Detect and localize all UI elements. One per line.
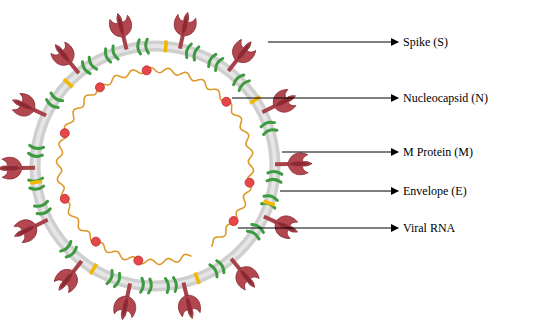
- m-protein: [262, 194, 278, 208]
- viral-rna: [57, 68, 254, 265]
- spike-protein: [112, 281, 141, 322]
- envelope-protein: [89, 263, 98, 275]
- spike-protein: [10, 210, 53, 246]
- nucleocapsid-dot: [95, 83, 104, 92]
- part-label: Spike (S): [403, 35, 448, 49]
- m-protein: [247, 223, 264, 239]
- leader-line: [238, 228, 398, 229]
- membrane-ring: [35, 46, 275, 286]
- membrane-highlight: [35, 46, 275, 286]
- envelope-group: [30, 40, 275, 284]
- m-protein: [267, 171, 282, 183]
- rna-group: [57, 66, 255, 265]
- spike-protein: [220, 35, 260, 78]
- nucleocapsid-dot: [229, 217, 238, 226]
- m-protein: [61, 242, 78, 259]
- part-label: Viral RNA: [403, 221, 455, 235]
- leader-line: [232, 98, 398, 99]
- m-protein: [104, 46, 119, 63]
- part-label: Envelope (E): [403, 184, 467, 198]
- m-protein-group: [28, 39, 282, 293]
- envelope-protein: [193, 272, 201, 284]
- nucleocapsid-dot: [245, 178, 254, 187]
- nucleocapsid-dot: [222, 97, 231, 106]
- m-protein: [45, 93, 62, 109]
- envelope-protein: [63, 78, 74, 89]
- m-protein: [28, 145, 43, 157]
- m-protein: [185, 43, 199, 60]
- leader-line: [282, 152, 398, 153]
- m-protein: [232, 73, 249, 90]
- leader-group: [232, 42, 398, 228]
- envelope-protein: [263, 200, 276, 207]
- nucleocapsid-dot: [142, 66, 151, 75]
- spike-protein: [259, 207, 302, 242]
- m-protein: [210, 260, 226, 277]
- spike-protein: [8, 90, 51, 125]
- spike-group: [0, 10, 312, 322]
- leader-line: [280, 191, 398, 192]
- m-protein: [81, 57, 97, 74]
- m-protein: [29, 178, 44, 190]
- spike-protein: [107, 11, 137, 52]
- m-protein: [107, 271, 122, 288]
- spike-protein: [173, 280, 203, 321]
- nucleocapsid-dot: [134, 256, 143, 265]
- spike-protein: [0, 157, 35, 179]
- spike-protein: [50, 254, 90, 297]
- nucleocapsid-dot: [91, 237, 100, 246]
- m-protein: [137, 39, 148, 54]
- spike-protein: [257, 86, 300, 122]
- leader-line: [268, 42, 398, 43]
- envelope-protein: [163, 40, 168, 52]
- envelope-protein: [30, 180, 42, 185]
- nucleocapsid-dot: [60, 194, 69, 203]
- m-protein: [260, 120, 276, 134]
- m-protein: [141, 278, 152, 293]
- spike-protein: [47, 38, 87, 80]
- part-label: M Protein (M): [403, 145, 473, 159]
- m-protein: [34, 201, 51, 215]
- spike-protein: [223, 252, 263, 294]
- m-protein: [166, 277, 178, 292]
- spike-protein: [275, 153, 312, 175]
- nucleocapsid-dot: [60, 129, 69, 138]
- spike-protein: [169, 10, 198, 51]
- part-label: Nucleocapsid (N): [403, 91, 488, 105]
- m-protein: [207, 53, 223, 70]
- envelope-protein: [249, 95, 261, 105]
